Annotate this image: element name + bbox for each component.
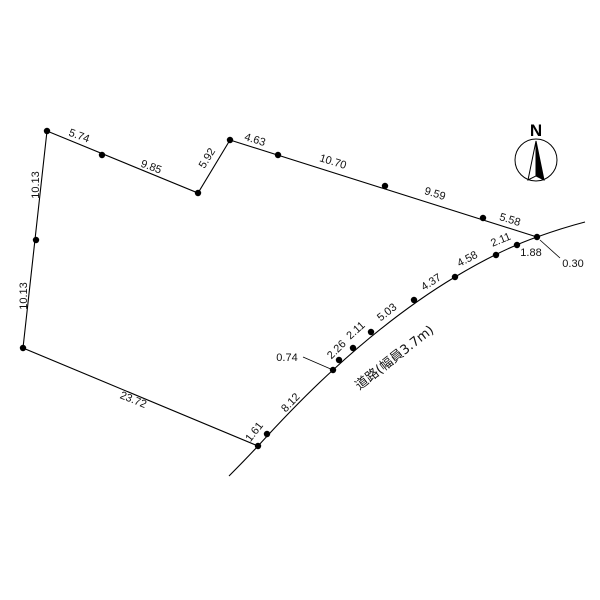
segment-label: 2.11 <box>344 319 367 342</box>
survey-point <box>19 344 27 352</box>
survey-point <box>194 189 202 197</box>
survey-point <box>263 430 271 438</box>
survey-point <box>492 251 500 259</box>
segment-label: 1.88 <box>520 247 541 259</box>
survey-point <box>32 236 40 244</box>
leader-line-0.30 <box>539 239 561 259</box>
segment-label: 2.11 <box>489 231 513 250</box>
segment-label: 10.13 <box>30 171 42 199</box>
survey-point <box>451 273 459 281</box>
survey-point <box>274 151 282 159</box>
segment-label: 4.63 <box>243 131 267 149</box>
survey-point <box>367 328 375 336</box>
survey-point <box>43 127 51 135</box>
survey-point <box>410 296 418 304</box>
segment-label: 4.58 <box>455 249 480 270</box>
survey-point <box>533 233 541 241</box>
segment-label: 5.58 <box>498 211 522 229</box>
survey-point <box>335 356 343 364</box>
segment-label: 5.92 <box>197 146 219 171</box>
survey-points <box>19 127 541 450</box>
segment-label: 0.30 <box>562 258 583 270</box>
survey-point <box>329 366 337 374</box>
segment-label: 5.03 <box>375 301 399 324</box>
leader-line-0.74 <box>302 356 334 371</box>
segment-label: 4.37 <box>419 272 444 294</box>
segment-label: 10.13 <box>18 282 30 310</box>
survey-point <box>479 214 487 222</box>
north-arrow-icon: N <box>514 121 558 182</box>
survey-point <box>254 442 262 450</box>
survey-point <box>381 182 389 190</box>
survey-point <box>349 344 357 352</box>
north-label: N <box>530 121 542 140</box>
segment-label: 5.74 <box>67 127 91 146</box>
segment-label: 8.12 <box>279 391 303 415</box>
segment-label: 0.74 <box>276 352 297 364</box>
survey-point <box>98 151 106 159</box>
survey-point <box>226 136 234 144</box>
road-label: 道路(幅員3.7m) <box>352 322 437 393</box>
lot-boundary <box>22 130 538 447</box>
survey-point <box>513 241 521 249</box>
segment-label: 9.59 <box>423 185 447 203</box>
segment-label: 2.26 <box>325 338 349 362</box>
segment-label: 23.72 <box>118 389 148 410</box>
